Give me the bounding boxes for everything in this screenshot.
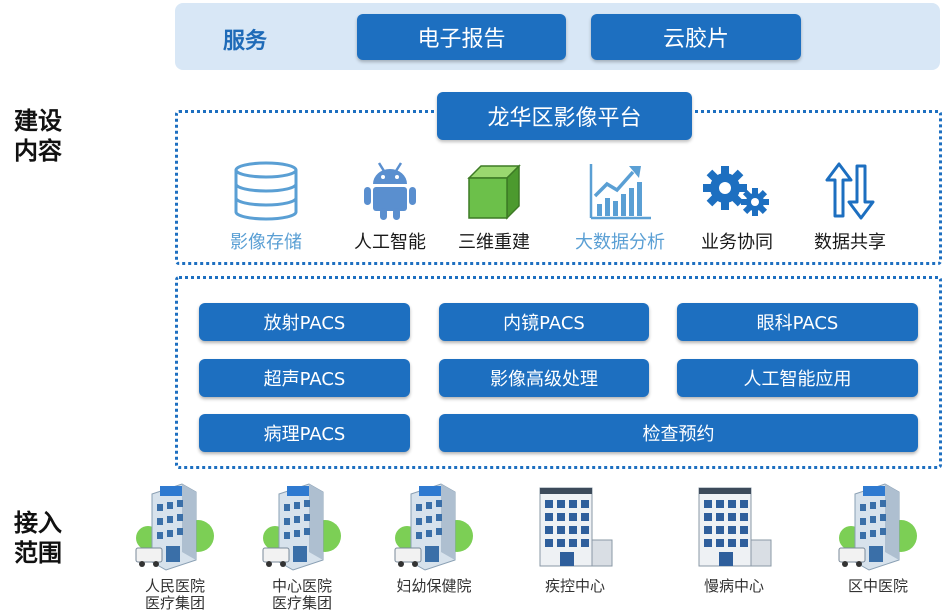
systems-frame xyxy=(175,276,942,469)
platform-title: 龙华区影像平台 xyxy=(437,92,692,140)
capability-label: 人工智能 xyxy=(354,232,426,253)
capability-business-collaboration: 业务协同 xyxy=(677,160,797,254)
hospital-icon xyxy=(257,480,347,576)
institution-people-hospital: 人民医院 医疗集团 xyxy=(105,480,245,612)
institution-label: 人民医院 医疗集团 xyxy=(145,578,205,612)
office-building-icon xyxy=(532,480,618,576)
endoscopy-pacs-button[interactable]: 内镜PACS xyxy=(439,303,649,341)
ophthalmology-pacs-button[interactable]: 眼科PACS xyxy=(677,303,918,341)
hospital-icon xyxy=(130,480,220,576)
ultrasound-pacs-button[interactable]: 超声PACS xyxy=(199,359,410,397)
capability-label: 三维重建 xyxy=(458,232,530,253)
ai-application-button[interactable]: 人工智能应用 xyxy=(677,359,918,397)
gears-icon xyxy=(697,160,777,222)
institution-label: 慢病中心 xyxy=(703,577,764,595)
capability-image-storage: 影像存储 xyxy=(206,160,326,254)
capability-ai: 人工智能 xyxy=(330,160,450,254)
capability-big-data-analysis: 大数据分析 xyxy=(560,160,680,254)
database-icon xyxy=(231,160,301,222)
bar-chart-trend-icon xyxy=(585,160,655,222)
build-content-label-line-2: 内容 xyxy=(14,137,62,165)
hospital-icon xyxy=(389,480,479,576)
up-down-arrows-icon xyxy=(819,160,881,222)
capability-data-sharing: 数据共享 xyxy=(790,160,910,254)
electronic-report-button[interactable]: 电子报告 xyxy=(357,14,566,60)
institution-label-line-1: 中心医院 xyxy=(271,577,332,595)
android-robot-icon xyxy=(359,160,421,222)
radiology-pacs-button[interactable]: 放射PACS xyxy=(199,303,410,341)
office-building-icon xyxy=(691,480,777,576)
exam-appointment-button[interactable]: 检查预约 xyxy=(439,414,918,452)
institution-maternal-child-hospital: 妇幼保健院 xyxy=(364,480,504,595)
capability-label: 业务协同 xyxy=(701,232,773,253)
service-label: 服务 xyxy=(223,29,268,54)
institution-label-line-2: 医疗集团 xyxy=(144,594,205,612)
pathology-pacs-button[interactable]: 病理PACS xyxy=(199,414,410,452)
access-scope-label-line-2: 范围 xyxy=(14,539,62,567)
institution-label: 区中医院 xyxy=(847,577,908,595)
institution-district-tcm-hospital: 区中医院 xyxy=(808,480,948,595)
capability-label: 大数据分析 xyxy=(575,232,665,253)
institution-chronic-disease-center: 慢病中心 xyxy=(664,480,804,595)
capability-label: 数据共享 xyxy=(814,232,886,253)
green-cube-icon xyxy=(463,160,525,222)
build-content-label: 建设 内容 xyxy=(14,106,74,166)
institution-label-line-1: 人民医院 xyxy=(144,577,205,595)
institution-label: 中心医院 医疗集团 xyxy=(272,578,332,612)
institution-label: 疾控中心 xyxy=(544,577,605,595)
institution-central-hospital: 中心医院 医疗集团 xyxy=(232,480,372,612)
institution-label-line-2: 医疗集团 xyxy=(271,594,332,612)
access-scope-label: 接入 范围 xyxy=(14,508,74,568)
hospital-icon xyxy=(833,480,923,576)
cloud-film-button[interactable]: 云胶片 xyxy=(591,14,801,60)
advanced-imaging-processing-button[interactable]: 影像高级处理 xyxy=(439,359,649,397)
institution-label: 妇幼保健院 xyxy=(396,577,472,595)
capability-3d-reconstruction: 三维重建 xyxy=(434,160,554,254)
build-content-label-line-1: 建设 xyxy=(14,107,62,135)
institution-cdc: 疾控中心 xyxy=(505,480,645,595)
access-scope-label-line-1: 接入 xyxy=(14,509,62,537)
capability-label: 影像存储 xyxy=(230,232,302,253)
